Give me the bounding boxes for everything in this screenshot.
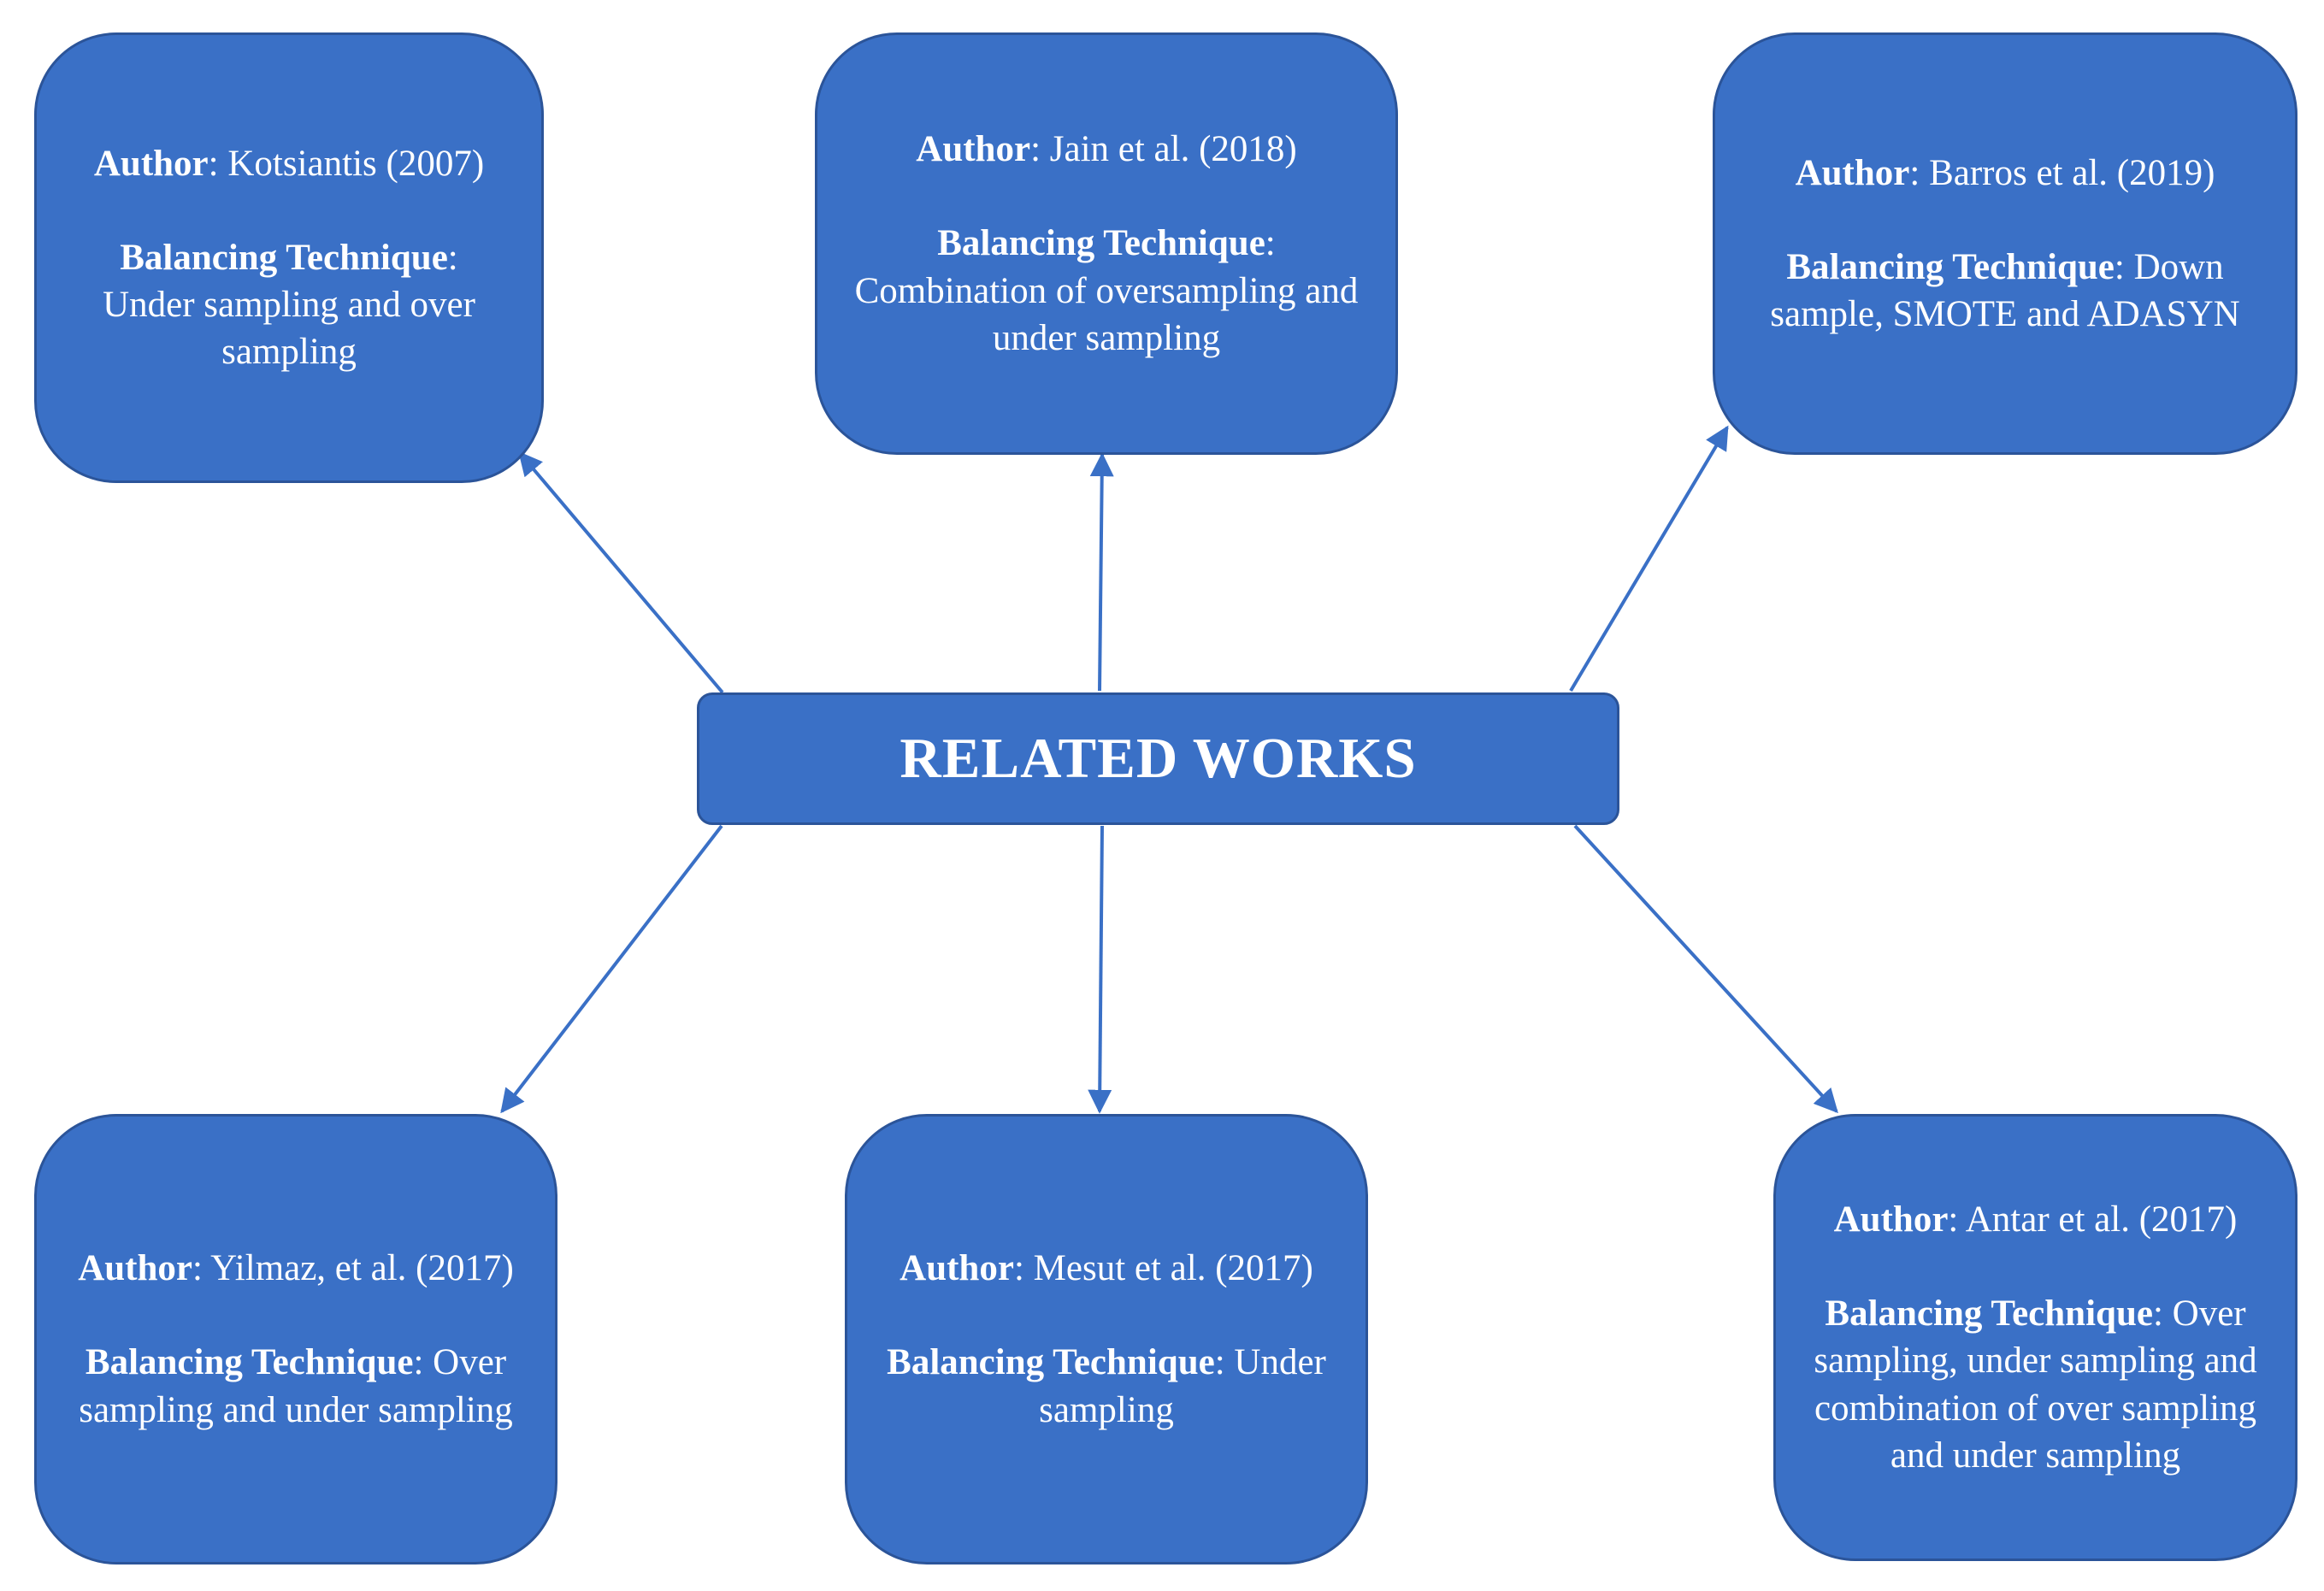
author-label: Author (93, 143, 209, 184)
technique-label: Balancing Technique (120, 237, 448, 278)
arrow-to-kotsiantis (518, 451, 724, 694)
kotsiantis-node: Author: Kotsiantis (2007) Balancing Tech… (34, 32, 544, 483)
author-value: : Barros et al. (2019) (1909, 152, 2215, 193)
technique-line: Balancing Technique: Combination of over… (852, 220, 1361, 361)
mesut-node: Author: Mesut et al. (2017) Balancing Te… (845, 1114, 1368, 1564)
author-value: : Antar et al. (2017) (1948, 1199, 2238, 1240)
technique-value: : Down sample, SMOTE and ADASYN (1770, 246, 2240, 335)
author-line: Author: Antar et al. (2017) (1810, 1196, 2261, 1243)
arrow-to-jain (1089, 452, 1114, 692)
author-label: Author (900, 1248, 1014, 1289)
technique-label: Balancing Technique (937, 223, 1265, 264)
author-label: Author (1833, 1199, 1949, 1240)
author-line: Author: Mesut et al. (2017) (882, 1245, 1331, 1292)
author-label: Author (916, 129, 1031, 170)
author-line: Author: Jain et al. (2018) (852, 126, 1361, 173)
arrow-to-mesut (1088, 825, 1112, 1114)
barros-node: Author: Barros et al. (2019) Balancing T… (1713, 32, 2297, 455)
author-label: Author (78, 1248, 193, 1289)
author-value: : Jain et al. (2018) (1030, 129, 1297, 170)
author-label: Author (1795, 152, 1910, 193)
related-works-node: RELATED WORKS (697, 692, 1619, 825)
technique-label: Balancing Technique (85, 1342, 414, 1383)
arrow-to-antar (1573, 824, 1838, 1114)
jain-node: Author: Jain et al. (2018) Balancing Tec… (815, 32, 1398, 455)
technique-value: : Under sampling and over sampling (103, 237, 475, 373)
technique-value: : Over sampling, under sampling and comb… (1814, 1293, 2257, 1476)
author-value: : Kotsiantis (2007) (208, 143, 485, 184)
related-works-title: RELATED WORKS (900, 727, 1417, 790)
author-value: : Yilmaz, et al. (2017) (192, 1248, 514, 1289)
technique-line: Balancing Technique: Down sample, SMOTE … (1749, 244, 2261, 338)
technique-value: : Combination of oversampling and under … (854, 223, 1359, 358)
arrow-to-yilmaz (500, 824, 723, 1114)
antar-node: Author: Antar et al. (2017) Balancing Te… (1773, 1114, 2297, 1561)
technique-line: Balancing Technique: Over sampling and u… (71, 1339, 521, 1433)
author-line: Author: Yilmaz, et al. (2017) (71, 1245, 521, 1292)
technique-value: : Under sampling (1039, 1342, 1326, 1430)
technique-value: : Over sampling and under sampling (79, 1342, 513, 1430)
technique-label: Balancing Technique (1786, 246, 2115, 287)
yilmaz-node: Author: Yilmaz, et al. (2017) Balancing … (34, 1114, 557, 1564)
technique-line: Balancing Technique: Under sampling and … (71, 234, 507, 375)
technique-label: Balancing Technique (887, 1342, 1215, 1383)
author-line: Author: Kotsiantis (2007) (71, 140, 507, 187)
technique-line: Balancing Technique: Over sampling, unde… (1810, 1290, 2261, 1478)
arrow-to-barros (1569, 425, 1729, 692)
technique-line: Balancing Technique: Under sampling (882, 1339, 1331, 1433)
technique-label: Balancing Technique (1825, 1293, 2153, 1335)
author-line: Author: Barros et al. (2019) (1749, 150, 2261, 197)
author-value: : Mesut et al. (2017) (1013, 1248, 1313, 1289)
